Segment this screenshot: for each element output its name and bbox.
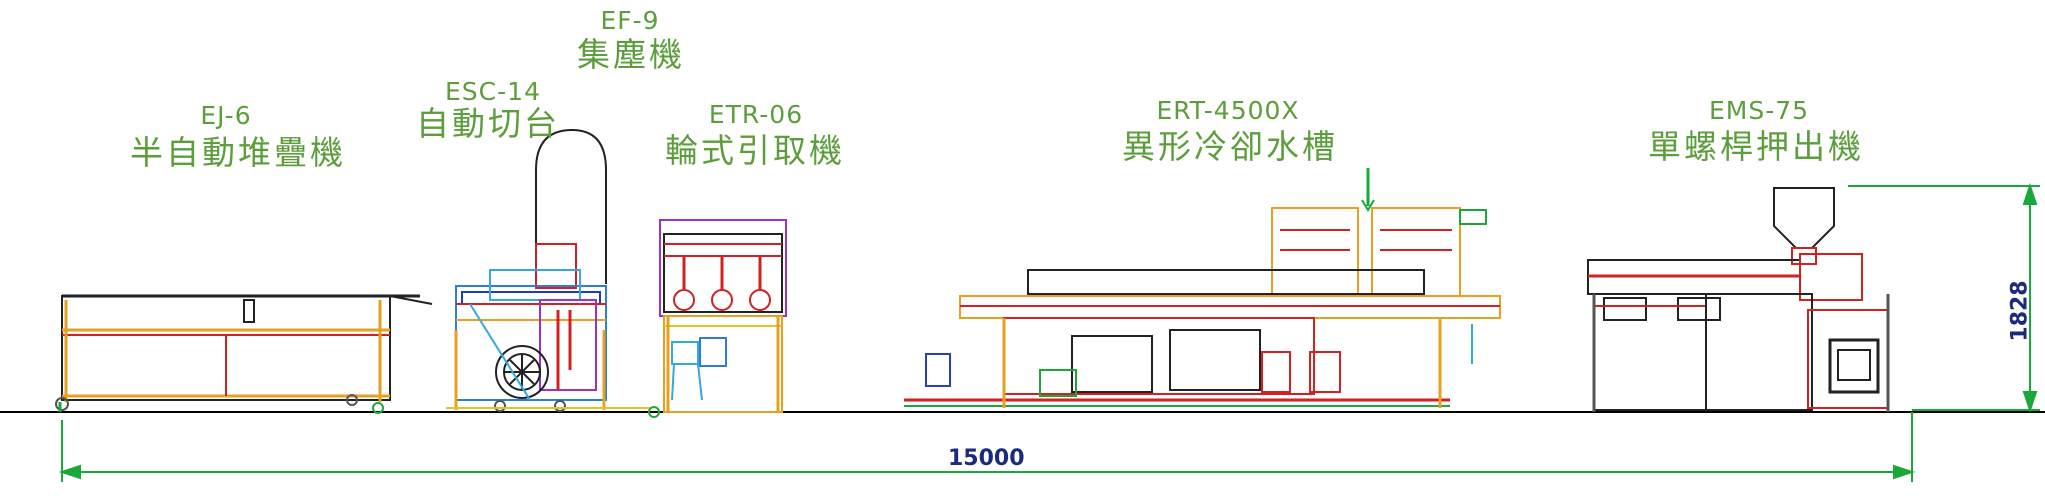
esc14-model-label: ESC-14	[445, 77, 541, 106]
ems75-name-label: 單螺桿押出機	[1648, 127, 1864, 166]
ert4500x-model-label: ERT-4500X	[1156, 96, 1300, 125]
extruder-machine	[1587, 187, 1890, 412]
total-length-label: 15000	[948, 446, 1025, 471]
height-dimension	[1848, 182, 2040, 414]
ej6-model-label: EJ-6	[200, 101, 252, 130]
cooling-tank-machine	[904, 168, 1501, 408]
ert4500x-name-label: 異形冷卻水槽	[1122, 127, 1338, 166]
esc14-name-label: 自動切台	[416, 104, 560, 143]
etr06-name-label: 輪式引取機	[665, 131, 845, 170]
length-dimension	[58, 412, 1916, 482]
ems75-model-label: EMS-75	[1708, 96, 1810, 125]
puller-machine	[659, 219, 787, 413]
ej6-name-label: 半自動堆疊機	[130, 133, 346, 172]
stacker-machine	[55, 294, 433, 414]
etr06-model-label: ETR-06	[708, 100, 804, 129]
height-label: 1828	[2007, 280, 2033, 342]
ef9-name-label: 集塵機	[577, 35, 685, 74]
cutter-machine	[446, 128, 660, 418]
ef9-model-label: EF-9	[600, 6, 660, 35]
